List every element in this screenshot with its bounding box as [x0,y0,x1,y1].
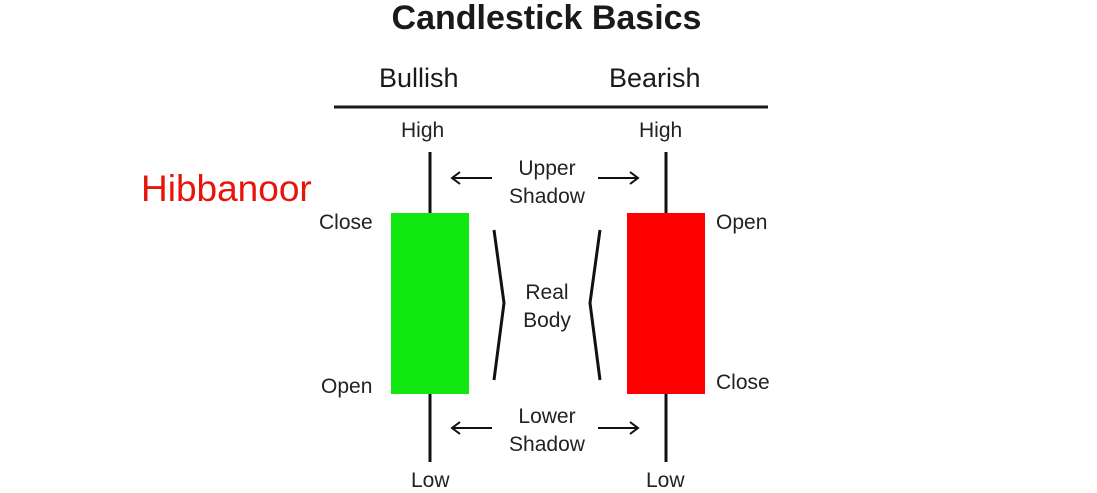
bearish-low-label: Low [646,469,685,492]
diagram-title: Candlestick Basics [391,0,702,37]
lower-shadow-left-arrow [450,421,492,435]
upper-shadow-label: Upper Shadow [497,155,597,211]
lower-shadow-line1: Lower [518,405,576,428]
real-body-label: Real Body [497,279,597,335]
real-body-right-bracket [588,229,602,381]
lower-shadow-line2: Shadow [509,433,585,456]
real-body-line2: Body [523,309,571,332]
bullish-open-label: Open [321,375,373,398]
bearish-open-label: Open [716,211,768,234]
real-body-line1: Real [525,281,569,304]
bullish-low-label: Low [411,469,450,492]
bearish-real-body [627,213,705,394]
real-body-left-bracket [492,229,506,381]
upper-shadow-line1: Upper [518,157,576,180]
bearish-close-label: Close [716,371,770,394]
bullish-close-label: Close [319,211,373,234]
bearish-high-label: High [639,119,683,142]
watermark-text: Hibbanoor [141,168,312,209]
bullish-header: Bullish [379,63,459,93]
lower-shadow-right-arrow [598,421,640,435]
upper-shadow-right-arrow [598,171,640,185]
bullish-high-label: High [401,119,445,142]
lower-shadow-label: Lower Shadow [497,403,597,459]
upper-shadow-left-arrow [450,171,492,185]
bearish-header: Bearish [609,63,701,93]
bullish-real-body [391,213,469,394]
upper-shadow-line2: Shadow [509,185,585,208]
